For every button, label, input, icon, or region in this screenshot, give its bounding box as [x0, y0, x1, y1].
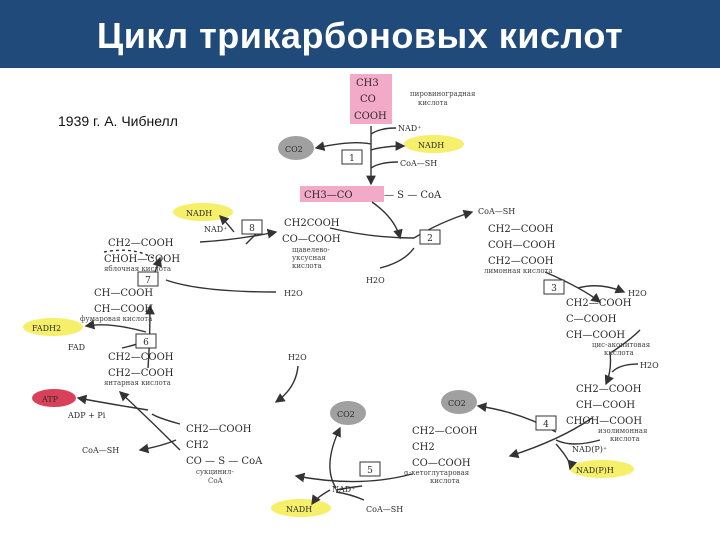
step1-nadh: NADH	[418, 141, 444, 150]
step4-number: 4	[543, 420, 549, 430]
citrate-name: лимонная кислота	[484, 267, 553, 275]
pyruvate-name-2: кислота	[418, 99, 448, 107]
ketoglutarate-name-1: α-кетоглутаровая	[404, 469, 470, 477]
step5-coash: CoA—SH	[366, 505, 403, 514]
step2-number: 2	[427, 234, 433, 244]
step2-coash: CoA—SH	[478, 207, 515, 216]
oxaloacetate-name-2: уксусная	[292, 254, 326, 262]
oxaloacetate-formula-2: CO—COOH	[282, 234, 341, 245]
aconitate-name-2: кислота	[604, 349, 634, 357]
citrate-formula-2: COH—COOH	[488, 240, 556, 251]
ketoglutarate-name-2: кислота	[430, 477, 460, 485]
step4-box	[535, 415, 557, 431]
isocitrate-formula-2: CH—COOH	[576, 400, 635, 411]
slide-title: Цикл трикарбоновых кислот	[96, 15, 624, 56]
step6-fad: FAD	[68, 343, 85, 352]
succinylcoa-formula-1: CH2—COOH	[186, 424, 252, 435]
oxaloacetate-formula-1: CH2COOH	[284, 218, 340, 229]
step4-nadph-highlight	[570, 460, 634, 478]
malate-formula-1: CH2—COOH	[108, 238, 174, 249]
acetylcoa-formula: CH3—CO	[304, 190, 353, 201]
step7-box	[137, 271, 159, 287]
step2-box	[419, 229, 441, 245]
citrate-formula-1: CH2—COOH	[488, 224, 554, 235]
slide-subtitle: 1939 г. А. Чибнелл	[58, 113, 178, 129]
step3-h2o-top: H2O	[628, 289, 647, 298]
step5-nadh: NADH	[286, 505, 312, 514]
aconitate-formula-3: CH—COOH	[566, 330, 625, 341]
step6-number: 6	[143, 338, 149, 348]
malate-formula-2: CHOH—COOH	[104, 254, 180, 265]
fumarate-formula-1: CH—COOH	[94, 288, 153, 299]
step6-box	[135, 333, 157, 349]
malate-name: яблочная кислота	[104, 265, 171, 273]
succinate-name: янтарная кислота	[104, 379, 171, 387]
step4-co2: CO2	[448, 399, 466, 408]
step6-fadh2: FADH2	[32, 324, 61, 333]
ketoglutarate-formula-2: CH2	[412, 442, 435, 453]
succinate-formula-2: CH2—COOH	[108, 368, 174, 379]
title-bar	[0, 0, 720, 68]
citrate-formula-3: CH2—COOH	[488, 256, 554, 267]
step8-number: 8	[249, 224, 255, 234]
isocitrate-formula-3: CHOH—COOH	[566, 416, 642, 427]
step6-adp: ADP + Pi	[67, 411, 106, 420]
fumarate-name: фумаровая кислота	[80, 315, 152, 323]
step1-co2-highlight	[278, 136, 314, 160]
step8-nadh: NADH	[186, 209, 212, 218]
isocitrate-name-2: кислота	[610, 435, 640, 443]
step4-nadp: NAD(P)⁺	[572, 445, 607, 454]
pyruvate-formula-2: CO	[360, 94, 376, 105]
succinylcoa-formula-3: CO — S — CoA	[186, 456, 263, 467]
step3-number: 3	[551, 284, 557, 294]
step6-fadh2-highlight	[23, 318, 83, 336]
pyruvate-highlight	[350, 74, 392, 124]
ketoglutarate-formula-3: CO—COOH	[412, 458, 471, 469]
step2-h2o: H2O	[366, 276, 385, 285]
step7-h2o: H2O	[284, 289, 303, 298]
step1-coash: CoA—SH	[400, 159, 437, 168]
step6-atp: ATP	[41, 395, 59, 404]
aconitate-formula-2: C—COOH	[566, 314, 617, 325]
aconitate-formula-1: CH2—COOH	[566, 298, 632, 309]
succinate-formula-1: CH2—COOH	[108, 352, 174, 363]
step6-atp-highlight	[32, 389, 76, 407]
step3-box	[543, 279, 565, 295]
pyruvate-name-1: пировиноградная	[410, 90, 476, 98]
step1-nadh-highlight	[404, 135, 464, 153]
oxaloacetate-name-1: щавелево-	[292, 246, 331, 254]
isocitrate-name-1: изолимонная	[598, 427, 648, 435]
succinylcoa-formula-2: CH2	[186, 440, 209, 451]
step8-nadh-highlight	[173, 203, 233, 221]
step1-box	[341, 149, 363, 165]
aconitate-name-1: цис-аконитовая	[592, 341, 651, 349]
step6-h2o: H2O	[288, 353, 307, 362]
step8-box	[241, 219, 263, 235]
ketoglutarate-formula-1: CH2—COOH	[412, 426, 478, 437]
isocitrate-formula-1: CH2—COOH	[576, 384, 642, 395]
step1-number: 1	[349, 154, 355, 164]
oxaloacetate-name-3: кислота	[292, 262, 322, 270]
step5-nad: NAD⁺	[332, 485, 355, 494]
step5-box	[359, 461, 381, 477]
step5-co2: CO2	[337, 410, 355, 419]
acetylcoa-rest: — S — CoA	[384, 190, 442, 201]
step5-number: 5	[367, 466, 373, 476]
pyruvate-formula-1: CH3	[356, 78, 379, 89]
succinylcoa-name-1: сукцинил-	[196, 468, 234, 476]
step4-nadph: NAD(P)H	[576, 466, 614, 475]
succinylcoa-name-2: CoA	[208, 477, 224, 485]
step4-co2-highlight	[441, 390, 477, 414]
step7-number: 7	[145, 276, 151, 286]
step6-coash: CoA—SH	[82, 446, 119, 455]
pyruvate-formula-3: COOH	[354, 111, 387, 122]
step8-nad: NAD⁺	[204, 225, 227, 234]
step3-h2o-bottom: H2O	[640, 361, 659, 370]
step1-co2: CO2	[285, 145, 303, 154]
fumarate-formula-2: CH—COOH	[94, 304, 153, 315]
acetylcoa-highlight	[300, 186, 384, 202]
step1-nad: NAD⁺	[398, 124, 421, 133]
step5-co2-highlight	[330, 401, 366, 425]
